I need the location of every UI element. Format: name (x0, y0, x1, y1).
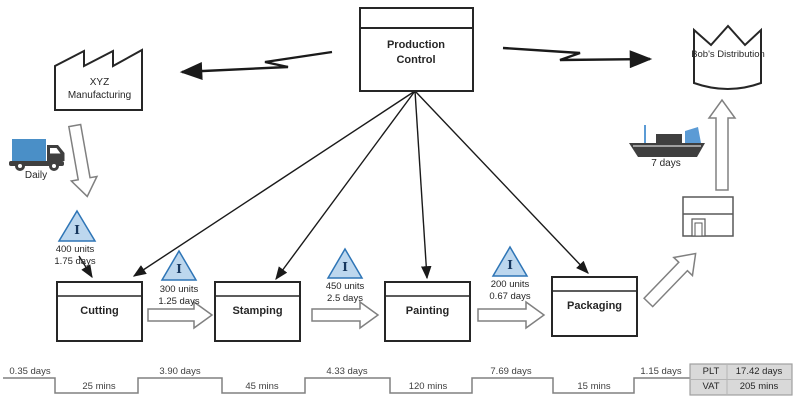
customer-label: Bob's Distribution (691, 49, 765, 60)
summary-vat-label: VAT (702, 381, 720, 392)
push-arrow-cutting-stamping (147, 300, 214, 330)
inventory-symbol-2: I (176, 262, 182, 276)
warehouse-icon (682, 196, 734, 237)
lead-time-4: 7.69 days (490, 366, 532, 377)
process-label-painting: Painting (405, 305, 450, 317)
process-box-cutting (56, 281, 143, 342)
production-control-label: Production Control (386, 39, 446, 66)
inventory-triangle-2 (160, 249, 198, 281)
cycle-time-4: 15 mins (577, 381, 611, 392)
inventory-detail-1: 400 units 1.75 days (42, 244, 108, 267)
cycle-time-2: 45 mins (245, 381, 279, 392)
process-label-cutting: Cutting (80, 305, 119, 317)
inventory-symbol-4: I (507, 258, 513, 272)
lead-time-3: 4.33 days (326, 366, 368, 377)
info-arrow-to-supplier (179, 50, 333, 81)
lead-time-1: 0.35 days (9, 366, 51, 377)
timeline-ladder (3, 377, 690, 394)
process-label-stamping: Stamping (232, 305, 283, 317)
customer-icon (693, 24, 762, 90)
summary-plt-value: 17.42 days (735, 366, 783, 377)
production-control-box (359, 7, 474, 92)
push-arrow-packaging-warehouse (643, 252, 697, 308)
cycle-time-1: 25 mins (82, 381, 116, 392)
schedule-line-painting (414, 90, 432, 280)
inventory-symbol-1: I (74, 223, 80, 237)
supplier-factory-icon (54, 48, 143, 111)
lead-time-2: 3.90 days (159, 366, 201, 377)
inventory-days-3: 2.5 days (327, 292, 363, 304)
process-box-stamping (214, 281, 301, 342)
inventory-detail-3: 450 units 2.5 days (312, 281, 378, 304)
process-box-painting (384, 281, 471, 342)
inventory-triangle-4 (491, 245, 529, 277)
inventory-symbol-3: I (342, 260, 348, 274)
summary-plt-label: PLT (702, 366, 720, 377)
inventory-to-cutting-arrow (78, 255, 93, 279)
truck-icon (9, 139, 65, 171)
process-box-packaging (551, 276, 638, 337)
supplier-label: XYZ Manufacturing (67, 77, 132, 101)
inventory-units-3: 450 units (325, 281, 365, 292)
info-arrow-to-customer (502, 46, 653, 69)
process-label-packaging: Packaging (566, 300, 623, 312)
inventory-days-2: 1.25 days (158, 295, 200, 307)
inventory-detail-4: 200 units 0.67 days (477, 279, 543, 302)
schedule-line-packaging (414, 90, 589, 274)
timeline-summary-box (689, 363, 793, 396)
inventory-days-1: 1.75 days (54, 255, 96, 267)
inventory-units-2: 300 units (159, 284, 199, 295)
push-arrow-stamping-painting (311, 300, 380, 330)
cycle-time-3: 120 mins (408, 381, 448, 392)
ship-icon (629, 125, 705, 157)
inventory-days-4: 0.67 days (489, 290, 531, 302)
lead-time-5: 1.15 days (640, 366, 682, 377)
push-arrow-painting-packaging (477, 300, 546, 330)
inventory-triangle-3 (326, 247, 364, 279)
schedule-line-cutting (132, 90, 416, 277)
schedule-line-stamping (275, 90, 416, 281)
truck-frequency-label: Daily (24, 170, 48, 181)
push-arrow-supplier-to-inventory (67, 123, 99, 198)
inventory-triangle-1 (57, 209, 97, 242)
push-arrow-warehouse-customer (707, 98, 737, 191)
inventory-units-1: 400 units (55, 244, 95, 255)
inventory-units-4: 200 units (490, 279, 530, 290)
inventory-detail-2: 300 units 1.25 days (146, 284, 212, 307)
ship-frequency-label: 7 days (651, 158, 681, 169)
summary-vat-value: 205 mins (739, 381, 779, 392)
